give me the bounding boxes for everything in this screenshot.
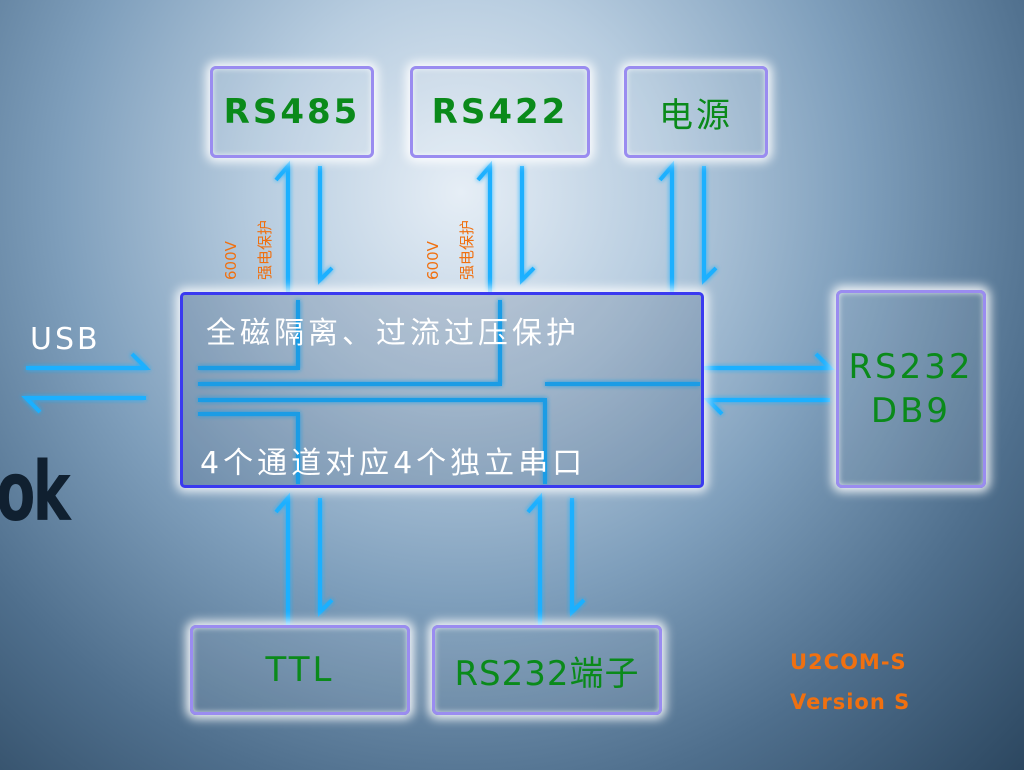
rs422-label: RS422 [431,92,569,132]
power-label: 电源 [659,95,733,136]
rs422-protection-label: 强电保护 [458,219,476,280]
power-box: 电源 [624,66,768,158]
rs422-voltage-label: 600V [424,241,442,280]
model-version: Version S [790,690,911,714]
rs485-box: RS485 [210,66,374,158]
ttl-label: TTL [265,650,335,690]
model-name: U2COM-S [790,650,907,674]
rs422-box: RS422 [410,66,590,158]
ttl-box: TTL [190,625,410,715]
rs232-terminal-label: RS232端子 [454,653,640,694]
rs485-protection-label: 强电保护 [256,219,274,280]
rs232-terminal-box: RS232端子 [432,625,662,715]
logo-fragment: ok [0,445,71,540]
rs485-label: RS485 [223,92,361,132]
usb-label: USB [30,322,101,357]
rs232-label: RS232 [848,347,974,387]
rs232-db9-box: RS232 DB9 [836,290,986,488]
rs485-voltage-label: 600V [222,241,240,280]
db9-label: DB9 [870,391,952,431]
channels-text: 4个通道对应4个独立串口 [200,446,587,481]
isolation-module-box [180,292,704,488]
isolation-text: 全磁隔离、过流过压保护 [206,316,580,351]
